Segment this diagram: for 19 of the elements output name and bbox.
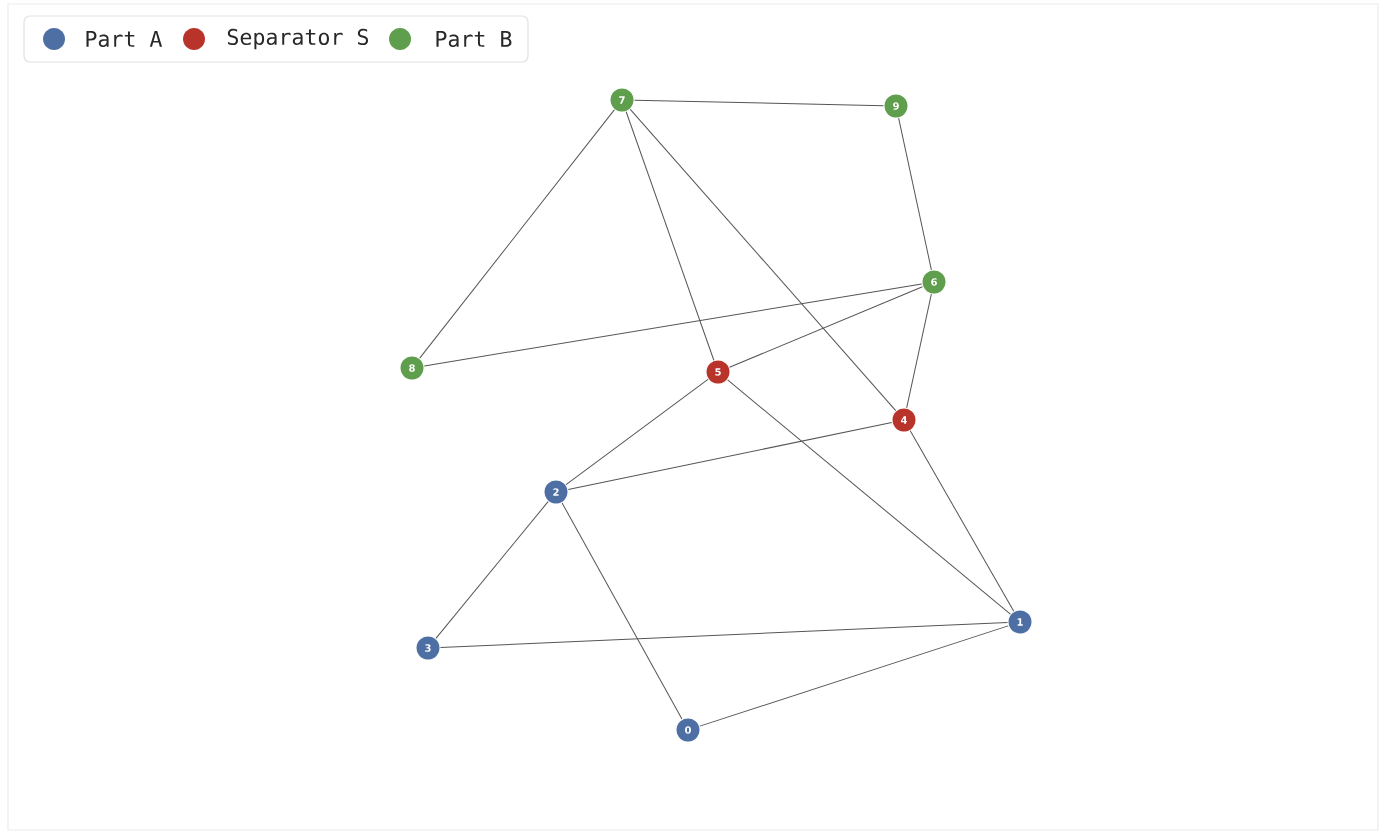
legend-label: Part A [86,30,163,48]
edge-line [729,286,923,368]
edge-line [435,501,549,639]
edge-line [440,622,1008,648]
edge-line [419,109,615,359]
edge-line [423,283,923,367]
edge-line [629,108,897,412]
edge-line [561,502,683,720]
edge-line [625,111,715,361]
edge-line [727,379,1011,615]
edge-line [634,99,884,107]
edge-line [565,378,709,486]
legend-label: Part B [436,30,512,48]
edge-line [567,422,893,490]
edge-line [898,117,932,271]
edge-line [909,430,1015,612]
legend-label: Separator S [227,28,368,50]
edge-line [906,293,932,409]
edge-line [699,625,1009,727]
